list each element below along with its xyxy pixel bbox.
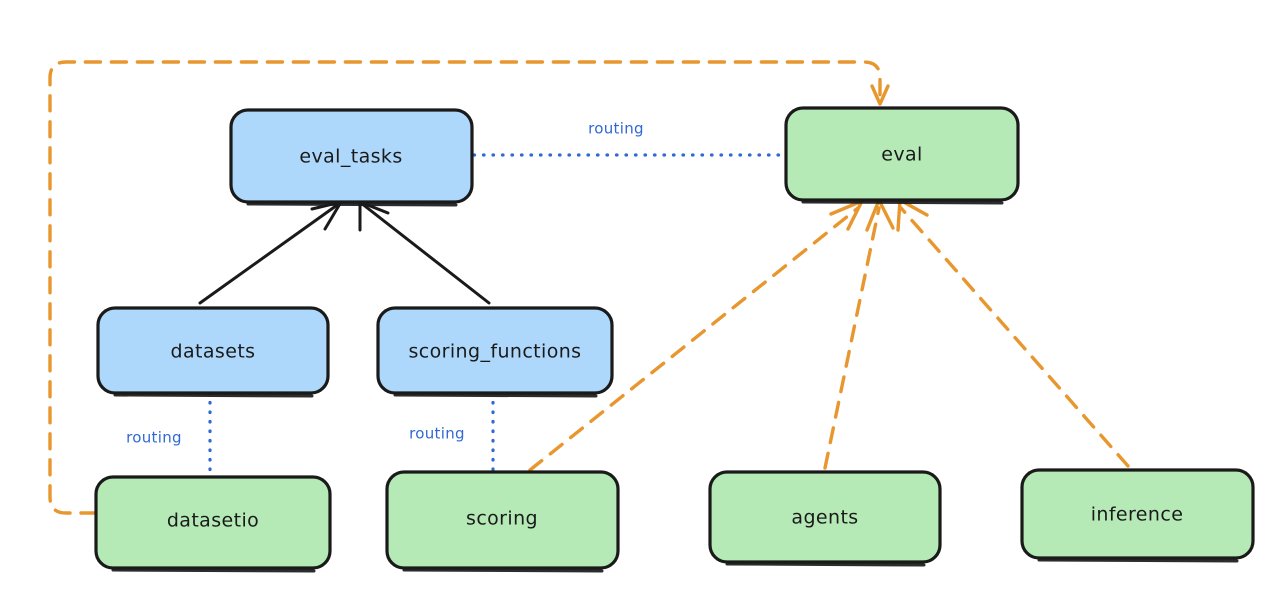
- node-agents[interactable]: agents: [708, 470, 942, 567]
- node-scoring[interactable]: scoring: [385, 470, 620, 573]
- node-inference-shape: [1020, 468, 1255, 560]
- node-inference[interactable]: inference: [1020, 468, 1255, 563]
- node-scoring-label: scoring: [466, 508, 538, 530]
- edge-datasets-to-eval-tasks: [198, 200, 343, 305]
- node-shadow: [1037, 558, 1239, 563]
- node-shadow: [725, 562, 926, 567]
- edge-inference-to-eval: [896, 198, 1130, 468]
- arrowhead-icon: [870, 84, 890, 106]
- node-eval-tasks[interactable]: eval_tasks: [229, 108, 474, 207]
- node-shadow: [393, 393, 598, 398]
- node-datasetio-label: datasetio: [167, 510, 259, 532]
- node-eval-shape: [784, 106, 1020, 202]
- arrowhead-icon: [896, 198, 929, 232]
- node-datasetio[interactable]: datasetio: [94, 475, 332, 573]
- node-datasetio-shape: [94, 475, 332, 570]
- node-datasets-label: datasets: [171, 341, 256, 363]
- node-scoring-functions[interactable]: scoring_functions: [376, 306, 614, 398]
- edge-label-routing-eval: routing: [588, 120, 644, 138]
- node-agents-label: agents: [791, 507, 858, 529]
- edge-agents-to-eval: [823, 198, 895, 470]
- node-scoring-functions-shape: [376, 306, 614, 395]
- edge-label-routing-scoring: routing: [409, 425, 465, 443]
- node-datasets[interactable]: datasets: [96, 306, 330, 398]
- node-shadow: [801, 200, 1004, 205]
- edge-scoring-functions-to-eval-tasks: [358, 200, 491, 305]
- node-shadow: [246, 202, 458, 207]
- node-scoring-shape: [385, 470, 620, 570]
- node-eval-tasks-label: eval_tasks: [299, 146, 402, 168]
- node-eval-label: eval: [881, 144, 922, 166]
- edge-datasetio-to-eval: [48, 60, 890, 515]
- node-shadow: [111, 568, 316, 573]
- node-inference-label: inference: [1091, 504, 1184, 526]
- node-shadow: [402, 568, 604, 573]
- node-datasets-shape: [96, 306, 330, 395]
- arrowhead-icon: [865, 198, 895, 232]
- node-eval[interactable]: eval: [784, 106, 1020, 205]
- node-eval-tasks-shape: [229, 108, 474, 204]
- node-agents-shape: [708, 470, 942, 564]
- node-scoring-functions-label: scoring_functions: [409, 341, 582, 363]
- node-shadow: [113, 393, 314, 398]
- edge-label-routing-datasetio: routing: [126, 429, 182, 447]
